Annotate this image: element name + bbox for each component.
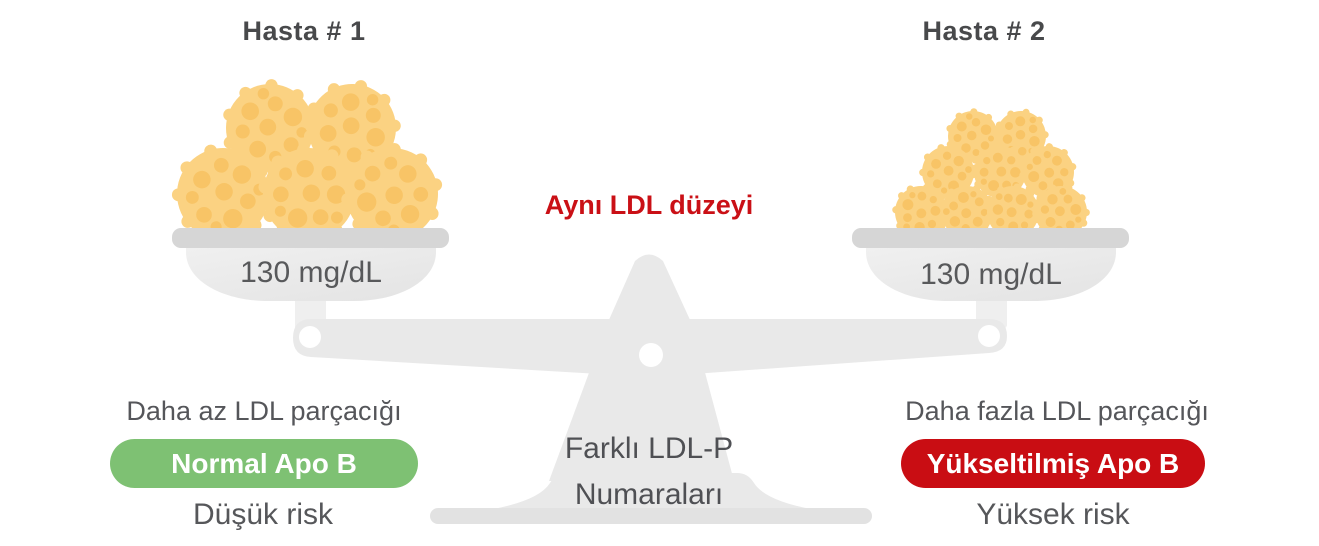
ldl-particle-pile-left	[171, 79, 443, 246]
right-pan	[852, 228, 1129, 301]
scale-label-line1: Farklı LDL-P	[564, 432, 734, 465]
fulcrum-top	[608, 254, 691, 322]
patient-2-title: Hasta # 2	[922, 16, 1046, 46]
base-bar	[430, 508, 872, 524]
right-pivot	[978, 325, 1000, 347]
patient-2-risk-label: Yüksek risk	[976, 498, 1130, 531]
patient-1-risk-label: Düşük risk	[192, 498, 334, 531]
same-ldl-label: Aynı LDL düzeyi	[544, 190, 754, 220]
patient-1-apo-b-badge: Normal Apo B	[110, 439, 418, 488]
right-pan-rim	[852, 228, 1129, 248]
left-pan-bowl	[186, 240, 436, 301]
center-pivot	[639, 343, 663, 367]
patient-1-ldl-value: 130 mg/dL	[240, 256, 382, 289]
patient-2-apo-b-badge: Yükseltilmiş Apo B	[901, 439, 1205, 488]
left-pan-rim	[172, 228, 449, 248]
left-pan	[172, 228, 449, 301]
ldl-particle	[971, 143, 1028, 201]
ldl-particle	[919, 144, 977, 201]
patient-1-title: Hasta # 1	[242, 16, 366, 46]
patient-2-ldl-value: 130 mg/dL	[920, 258, 1062, 291]
left-pivot	[299, 326, 321, 348]
scale-structure	[293, 254, 1007, 524]
patient-2-particle-note: Daha fazla LDL parçacığı	[905, 396, 1209, 426]
fulcrum-bottom	[549, 335, 734, 481]
pedestal	[466, 473, 838, 513]
ldl-particle	[892, 183, 950, 240]
patient-1-particle-note: Daha az LDL parçacığı	[126, 396, 402, 426]
right-pan-bowl	[866, 240, 1116, 301]
ldl-particle	[258, 143, 359, 246]
ldl-particle	[171, 144, 274, 245]
ldl-particle-pile-right	[892, 108, 1090, 241]
scale-label-line2: Numaraları	[574, 478, 724, 511]
